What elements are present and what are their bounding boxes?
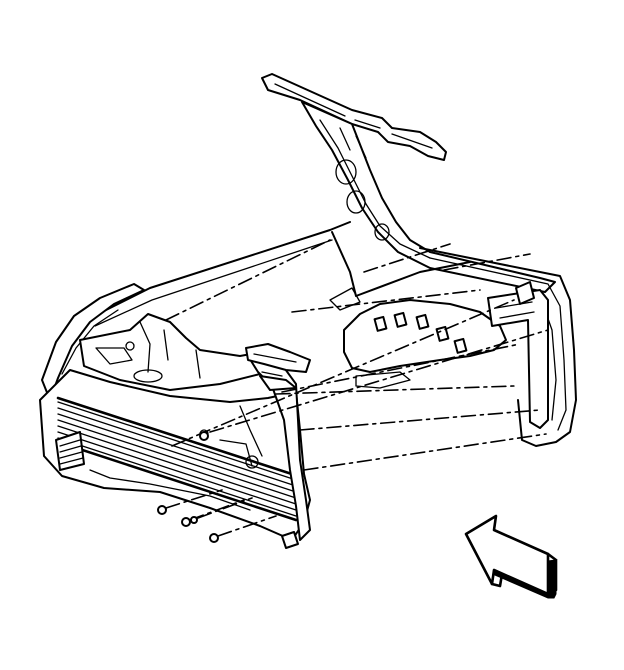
screw-4 [209,515,277,543]
screw-1 [157,489,223,515]
quarter-trim-panel-lower [39,369,311,549]
screw-5 [199,431,209,441]
front-direction-arrow-icon [464,514,558,599]
fastener-screws [157,431,277,543]
center-pillar-trim [245,343,311,541]
screw-3 [190,497,253,524]
screw-2 [181,499,245,527]
upper-pillar-trim-panel [261,73,556,293]
alignment-lines [165,239,549,471]
wheelhouse-panel [329,287,507,389]
rear-sill-bracket [487,281,549,429]
